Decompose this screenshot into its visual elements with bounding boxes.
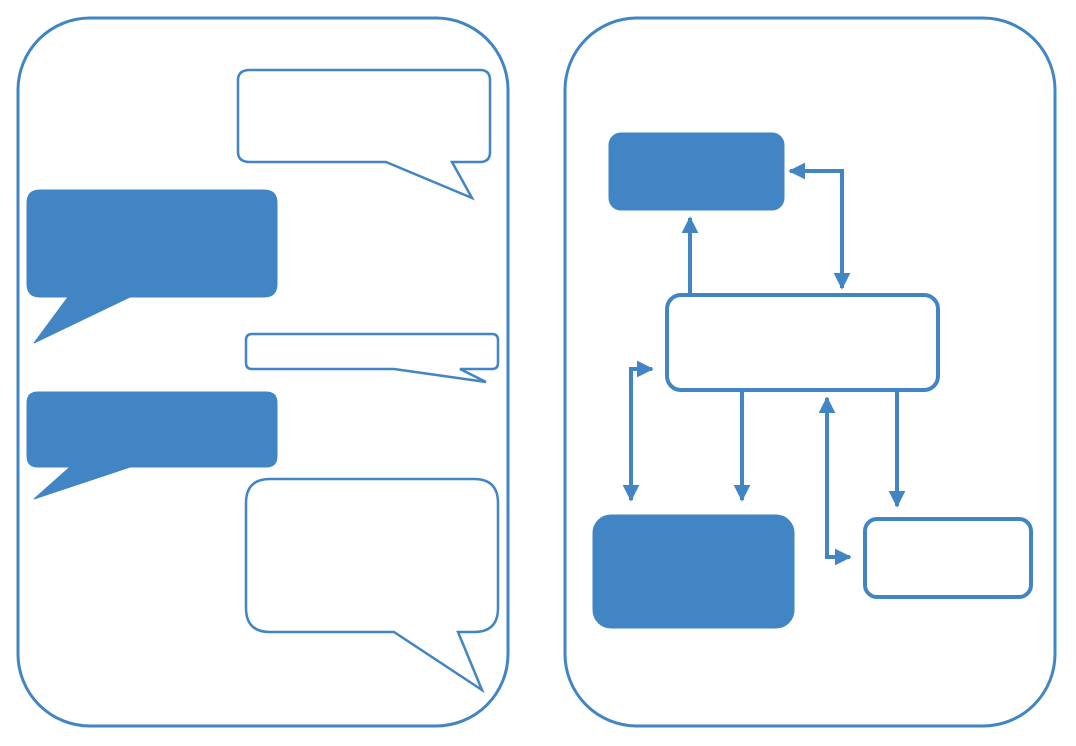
connector-top-left-center-twoway <box>788 162 851 290</box>
speech-bubble-outgoing-1 <box>236 68 492 201</box>
flow-node-bottom-left <box>592 514 795 629</box>
flow-node-top-left <box>608 132 785 211</box>
left-panel <box>16 16 510 728</box>
flow-node-center <box>665 293 940 392</box>
flow-connectors <box>622 162 906 566</box>
flow-node-bottom-right <box>863 517 1033 599</box>
speech-bubble-outgoing-2 <box>244 332 500 384</box>
connector-center-bottom-right-twoway <box>818 396 852 566</box>
speech-bubble-incoming-1 <box>26 189 278 344</box>
right-panel <box>563 16 1057 728</box>
speech-bubble-outgoing-3 <box>244 477 500 694</box>
speech-bubble-incoming-2 <box>26 391 278 500</box>
connector-center-bottom-left-twoway <box>622 360 654 502</box>
